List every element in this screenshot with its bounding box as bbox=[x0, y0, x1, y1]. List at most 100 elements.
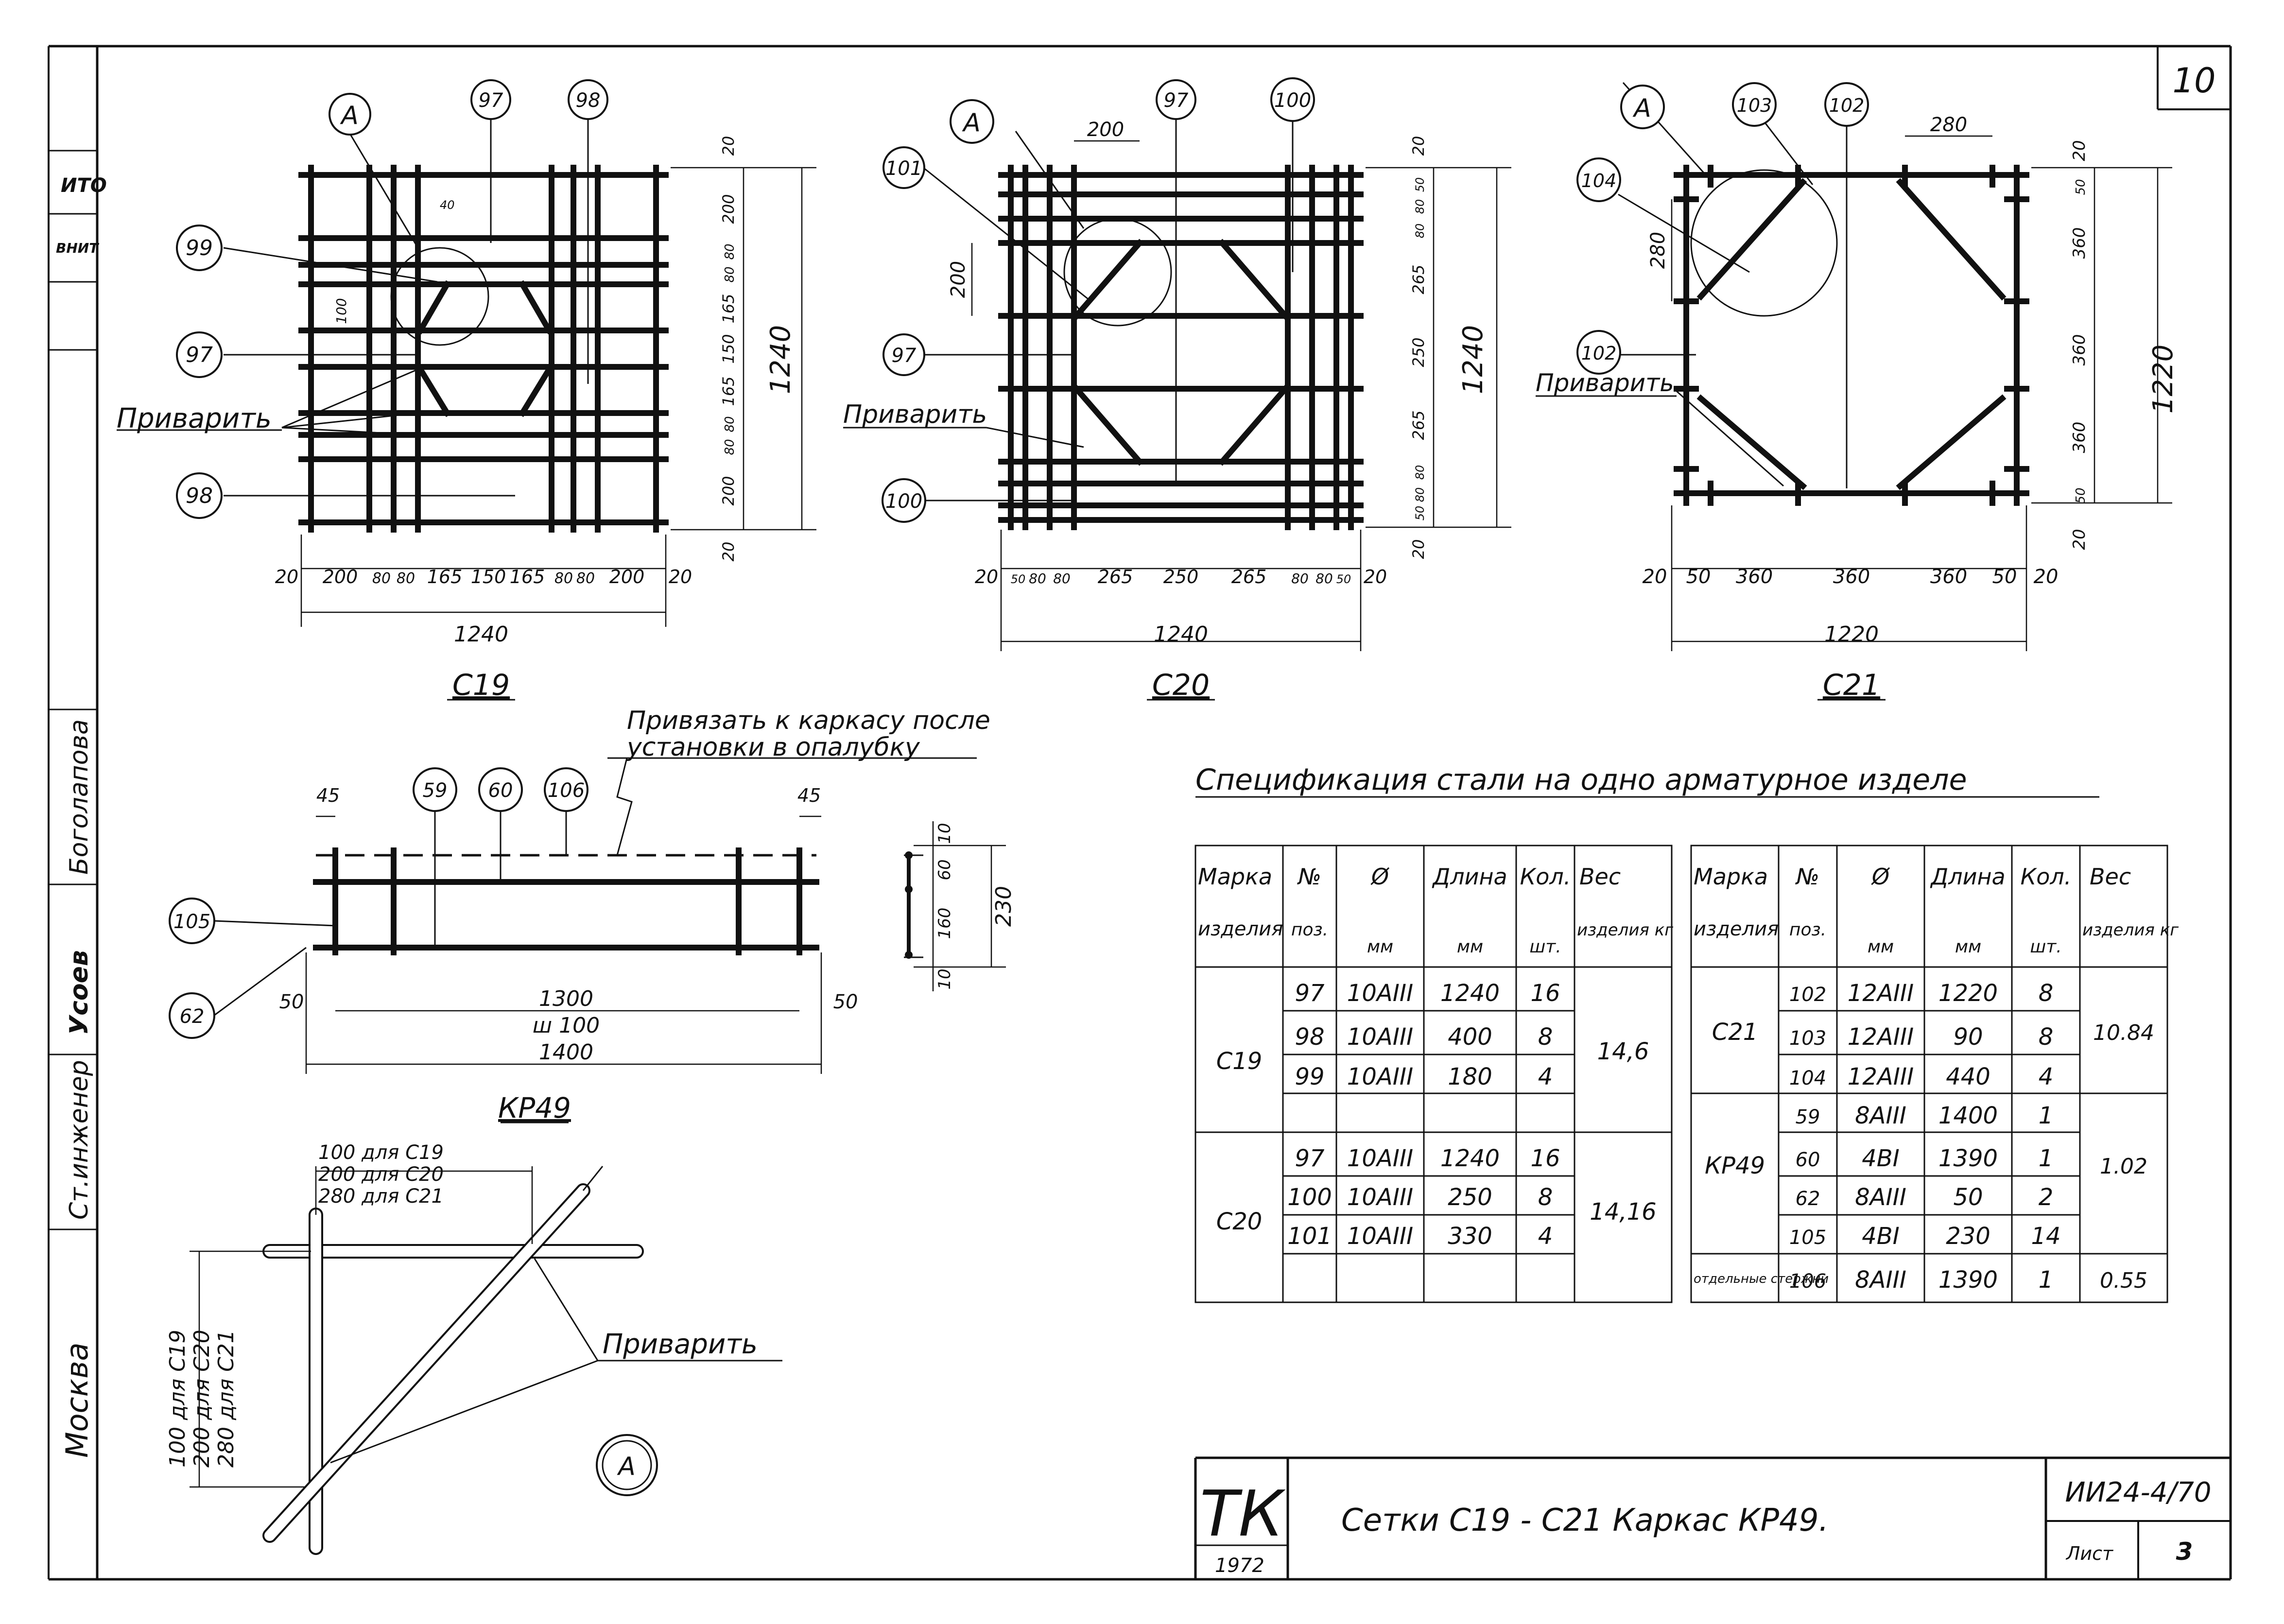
c21-rdim-7: 20 bbox=[2070, 529, 2089, 550]
mesh-c19-overall-right: 1240 bbox=[765, 325, 796, 395]
spec-left-body: С19 14,6 97 10АIII 1240 16 98 10АIII 400… bbox=[1216, 980, 1657, 1250]
frame-dim-50-right: 50 bbox=[833, 991, 858, 1013]
mesh-c20-vertical-bars bbox=[1008, 165, 1354, 530]
mesh-c21-top-dim: 280 bbox=[1930, 114, 1967, 136]
callout-frame-105: 105 bbox=[173, 911, 210, 933]
mesh-c19-vertical-bars bbox=[308, 165, 659, 533]
c20-rdim-5: 265 bbox=[1409, 264, 1428, 294]
c19-bdim-6: 150 bbox=[471, 566, 506, 587]
c21-bdim-7: 20 bbox=[2034, 566, 2059, 588]
section-dim-10-bottom: 10 bbox=[935, 968, 954, 989]
c20-bdim-11: 20 bbox=[1364, 566, 1387, 587]
c19-bdim-10: 200 bbox=[609, 566, 645, 587]
c20-bdim-9: 80 bbox=[1315, 570, 1333, 587]
c20-rdim-4: 80 bbox=[1413, 224, 1427, 239]
callout-c21-104: 104 bbox=[1581, 170, 1617, 191]
c19-bdim-1: 20 bbox=[275, 566, 298, 587]
kr49-r3-qty: 2 bbox=[2039, 1184, 2054, 1211]
title-block bbox=[1194, 1456, 2231, 1579]
callout-c19-98: 98 bbox=[576, 89, 601, 112]
frame-caption: КР49 bbox=[498, 1091, 571, 1124]
spec-table-right bbox=[1690, 845, 2168, 1303]
spec-table-left bbox=[1194, 845, 1673, 1303]
mesh-c21-short-bars bbox=[1674, 165, 2029, 506]
frame-note-line1: Привязать к каркасу после bbox=[627, 706, 990, 735]
hdr-l-pos: № bbox=[1297, 864, 1321, 890]
mesh-c19-caption: С19 bbox=[452, 668, 510, 702]
c19-r3-qty: 4 bbox=[1538, 1063, 1553, 1090]
kr49-r4-pos: 105 bbox=[1789, 1227, 1826, 1249]
mesh-c21-horizontal-bars bbox=[1674, 172, 2029, 496]
detail-side-label-3: 280 для С21 bbox=[214, 1330, 239, 1468]
mesh-c19-small-dim-40: 40 bbox=[440, 198, 455, 212]
c21-r2-qty: 8 bbox=[2039, 1023, 2054, 1051]
c19-bdim-8: 80 bbox=[554, 570, 573, 587]
callout-c21-102: 102 bbox=[1829, 95, 1865, 116]
kr49-r1-pos: 59 bbox=[1796, 1106, 1820, 1128]
kr49-r4-dia: 4ВI bbox=[1862, 1223, 1900, 1250]
c19-rdim-9: 80 bbox=[723, 439, 737, 455]
c21-rdim-2: 50 bbox=[2074, 179, 2088, 195]
sep-r1-pos: 106 bbox=[1789, 1270, 1826, 1293]
c20-bdim-4: 80 bbox=[1053, 570, 1071, 587]
row-kr49-mark: КР49 bbox=[1705, 1152, 1765, 1179]
hdr-r-len2: мм bbox=[1955, 937, 1981, 957]
callout-c21-103: 103 bbox=[1737, 95, 1772, 116]
mesh-c20-detail-circle bbox=[1063, 218, 1172, 327]
mesh-c21-diagonals bbox=[1696, 178, 2007, 490]
c19-rdim-11: 20 bbox=[719, 542, 738, 562]
c21-r1-len: 1220 bbox=[1938, 980, 1998, 1007]
c21-r1-dia: 12АIII bbox=[1848, 980, 1914, 1007]
c19-rdim-8: 80 bbox=[723, 416, 737, 432]
sheet-frame bbox=[48, 45, 2232, 1581]
c21-bdim-5: 360 bbox=[1930, 566, 1967, 588]
hdr-r-mark2: изделия bbox=[1694, 918, 1779, 940]
mesh-c21-vertical-bars bbox=[1683, 165, 2020, 506]
side-position: Ст.инженер bbox=[65, 1060, 94, 1220]
c20-rdim-8: 80 bbox=[1413, 465, 1427, 480]
c20-r1-pos: 97 bbox=[1295, 1145, 1325, 1172]
detail-weld-label: Приварить bbox=[603, 1329, 758, 1360]
row-c19-mark: С19 bbox=[1216, 1048, 1263, 1075]
row-separate-weight: 0.55 bbox=[2100, 1268, 2147, 1293]
mesh-c21-right-dims: 20 50 360 360 360 50 20 bbox=[2070, 140, 2089, 550]
c21-rdim-1: 20 bbox=[2070, 140, 2089, 161]
kr49-r2-len: 1390 bbox=[1938, 1145, 1998, 1172]
kr49-r3-dia: 8АIII bbox=[1855, 1184, 1906, 1211]
frame-dim-1400: 1400 bbox=[539, 1040, 593, 1065]
hdr-l-len2: мм bbox=[1457, 937, 1483, 957]
row-c20-weight: 14,16 bbox=[1590, 1198, 1656, 1226]
mesh-c20-diagonals bbox=[1072, 239, 1290, 466]
mesh-c21-left-dim: 280 bbox=[1647, 232, 1669, 269]
c20-r3-pos: 101 bbox=[1287, 1223, 1332, 1250]
c20-bdim-2: 50 bbox=[1011, 572, 1026, 586]
callout-c20-100: 100 bbox=[1274, 89, 1311, 112]
c21-rdim-3: 360 bbox=[2070, 227, 2089, 259]
c19-r1-dia: 10АIII bbox=[1347, 980, 1413, 1007]
kr49-r1-dia: 8АIII bbox=[1855, 1102, 1906, 1129]
frame-dim-1300: 1300 bbox=[539, 986, 593, 1011]
c19-r2-len: 400 bbox=[1448, 1023, 1492, 1051]
c20-rdim-2: 50 bbox=[1413, 177, 1427, 192]
mesh-c19-bottom-dims: 20 200 80 80 165 150 165 80 80 200 20 bbox=[275, 566, 692, 587]
frame-dim-45-left: 45 bbox=[316, 785, 340, 806]
side-name: Боголапова bbox=[65, 719, 94, 875]
title-logo: ТК bbox=[1200, 1477, 1286, 1551]
hdr-r-dia: Ø bbox=[1871, 864, 1890, 890]
mesh-c20-callouts: А 97 100 101 97 100 bbox=[882, 77, 1315, 523]
callout-c20-97b: 97 bbox=[892, 345, 917, 367]
mesh-c19-horizontal-bars bbox=[298, 172, 669, 525]
row-c19-weight: 14,6 bbox=[1597, 1038, 1649, 1065]
c19-bdim-3: 80 bbox=[372, 570, 391, 587]
c21-rdim-5: 360 bbox=[2070, 422, 2089, 453]
callout-c20-100b: 100 bbox=[885, 490, 922, 513]
detail-a bbox=[190, 1166, 782, 1555]
hdr-r-mark: Марка bbox=[1694, 864, 1768, 890]
mesh-c20-overall-right: 1240 bbox=[1457, 325, 1489, 395]
mesh-c19-weld-label: Приварить bbox=[117, 403, 272, 434]
mesh-c21-detail-circle bbox=[1690, 169, 1838, 317]
hdr-r-wt: Вес bbox=[2090, 864, 2131, 890]
kr49-r2-dia: 4ВI bbox=[1862, 1145, 1900, 1172]
c19-bdim-2: 200 bbox=[323, 566, 358, 587]
sep-r1-len: 1390 bbox=[1938, 1266, 1998, 1294]
